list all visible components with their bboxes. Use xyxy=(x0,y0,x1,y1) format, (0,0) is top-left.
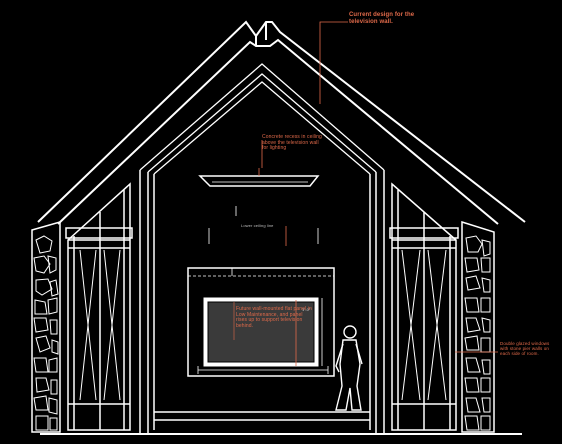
dimension-marks xyxy=(208,206,319,246)
right-window xyxy=(389,182,459,431)
left-window xyxy=(65,182,133,431)
roof-outline xyxy=(37,20,526,225)
right-stone-pier xyxy=(461,220,495,433)
left-stone-pier xyxy=(31,221,61,433)
ceiling-fixture xyxy=(198,168,320,187)
human-figure xyxy=(335,325,363,411)
annotation-lower-ceiling: Lower ceiling line xyxy=(241,223,274,228)
annotation-dimension: 1'-0" xyxy=(302,307,311,312)
ceiling-lines xyxy=(139,63,385,175)
annotation-recessed-light: Concrete recess in ceiling above the tel… xyxy=(262,134,322,151)
inner-wall-frame xyxy=(40,170,522,435)
leader-lines xyxy=(261,21,498,353)
annotation-tv-panel: Future wall-mounted flat panel in Low Ma… xyxy=(236,306,312,329)
annotation-right-wall: Double glazed windows with stone pier wa… xyxy=(500,341,550,356)
television-wall xyxy=(187,267,335,377)
annotation-television-wall: Current design for the television wall. xyxy=(349,12,415,25)
